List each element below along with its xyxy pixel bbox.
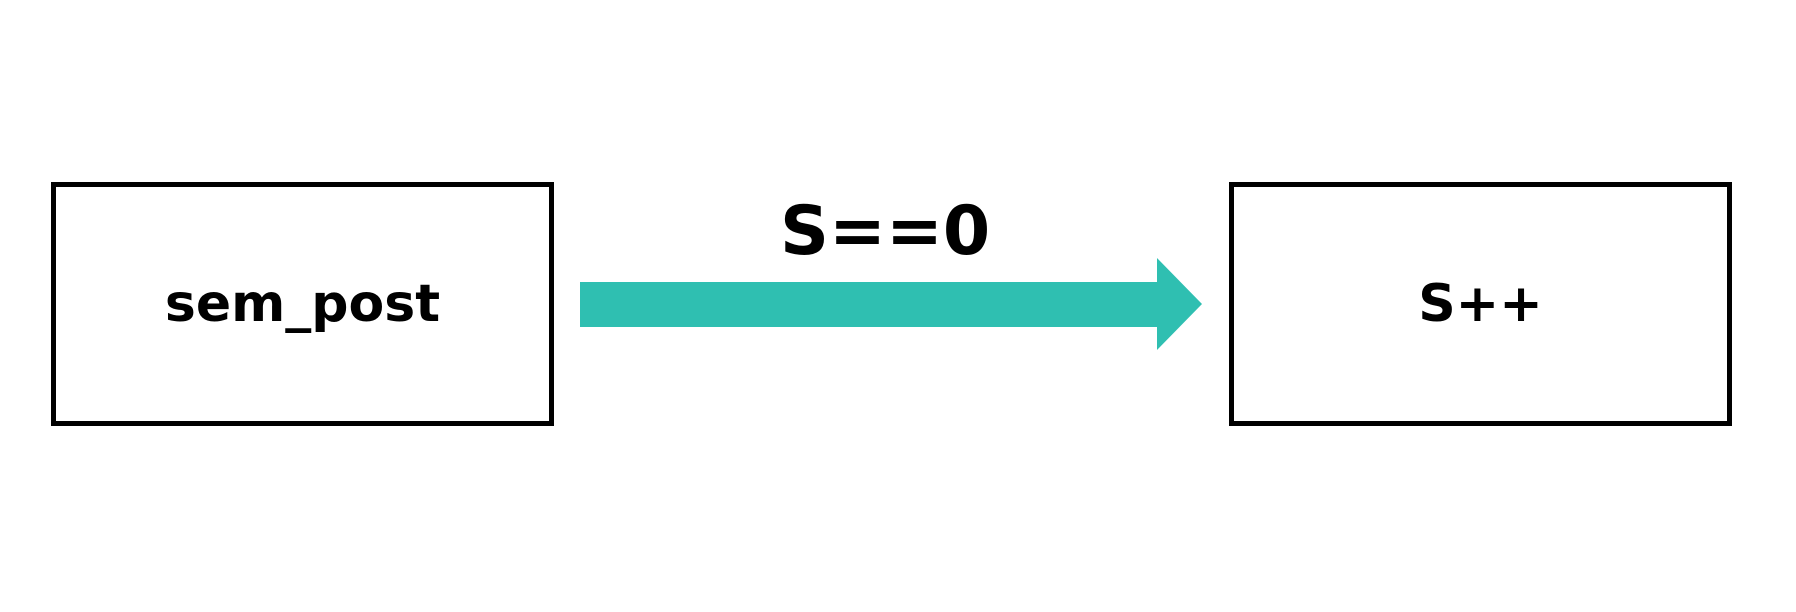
- source-node-box: sem_post: [51, 182, 554, 426]
- transition-arrow-shape: [580, 258, 1202, 350]
- source-node-label: sem_post: [164, 274, 441, 334]
- transition-condition-label: S==0: [780, 192, 991, 271]
- transition-arrow: [580, 258, 1202, 350]
- target-node-box: S++: [1229, 182, 1732, 426]
- target-node-label: S++: [1418, 274, 1543, 334]
